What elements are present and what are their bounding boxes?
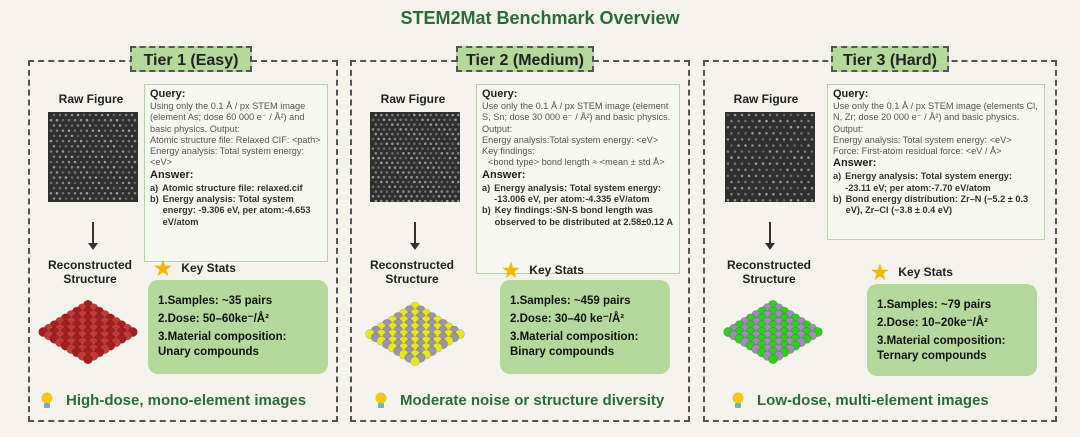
tier-summary-text: Low-dose, multi-element images <box>757 392 989 409</box>
reconstructed-structure-label: Reconstructed Structure <box>369 258 455 286</box>
answer-text: Energy analysis: Total system energy: -1… <box>494 182 661 205</box>
tier-3-panel: Tier 3 (Hard) Raw Figure Reconstructed S… <box>703 46 1057 422</box>
lightbulb-icon <box>732 392 744 409</box>
query-line: Atomic structure file: Relaxed CIF: <pat… <box>150 134 321 145</box>
reconstructed-structure-label: Reconstructed Structure <box>726 258 812 286</box>
tier-2-label: Tier 2 (Medium) <box>456 46 594 72</box>
answer-item: a)Energy analysis: Total system energy: … <box>482 183 674 206</box>
answer-item: b)Bond energy distribution: Zr–N (−5.2 ±… <box>833 194 1039 217</box>
answer-key: b) <box>482 205 491 216</box>
crystal-structure-model <box>723 299 823 365</box>
query-line: Key findings: <box>482 146 535 157</box>
query-heading: Query: <box>833 88 869 100</box>
query-line: Force: First-atom residual force: <eV / … <box>833 146 1002 157</box>
stat-dose: 2.Dose: 30–40 ke⁻/Å² <box>510 313 625 325</box>
raw-figure-label: Raw Figure <box>733 92 799 106</box>
star-icon: ★ <box>502 260 520 282</box>
stat-composition: 3.Material composition: Ternary compound… <box>877 335 1006 362</box>
down-arrow-icon <box>410 222 420 250</box>
tier-2-panel: Tier 2 (Medium) Raw Figure Reconstructed… <box>350 46 690 422</box>
stat-samples: 1.Samples: ~35 pairs <box>158 295 273 307</box>
key-stats-heading: ★ Key Stats <box>871 260 953 285</box>
query-box: Query: Using only the 0.1 Å / px STEM im… <box>144 84 328 262</box>
tier-summary: Moderate noise or structure diversity <box>374 392 664 410</box>
answer-item: a)Energy analysis: Total system energy: … <box>833 171 1039 194</box>
stat-composition: 3.Material composition: Unary compounds <box>158 331 287 358</box>
lightbulb-icon <box>41 392 53 409</box>
stat-samples: 1.Samples: ~459 pairs <box>510 295 631 307</box>
crystal-structure-model <box>365 301 465 367</box>
crystal-structure-model <box>38 299 138 365</box>
answer-item: b)Energy analysis: Total system energy: … <box>150 194 322 228</box>
answer-key: b) <box>150 194 159 205</box>
query-line: Energy analysis: Total system energy: <e… <box>833 134 1012 145</box>
answer-text: Bond energy distribution: Zr–N (−5.2 ± 0… <box>845 194 1029 216</box>
key-stats-label: Key Stats <box>898 264 953 279</box>
answer-text: Energy analysis: Total system energy: -2… <box>845 171 1012 193</box>
key-stats-heading: ★ Key Stats <box>502 258 584 283</box>
raw-stem-image <box>725 112 815 202</box>
key-stats-box: 1.Samples: ~79 pairs 2.Dose: 10–20ke⁻/Å²… <box>867 284 1037 376</box>
tier-summary: Low-dose, multi-element images <box>731 392 989 410</box>
tier-summary: High-dose, mono-element images <box>40 392 306 410</box>
answer-item: b)Key findings:-SN-S bond length was obs… <box>482 205 674 228</box>
raw-stem-image <box>370 112 460 202</box>
query-line: Use only the 0.1 Å / px STEM image (elem… <box>833 101 1038 134</box>
query-line: Using only the 0.1 Å / px STEM image (el… <box>150 101 306 134</box>
query-line: <bond type> bond length ≈ <mean ± std Å> <box>488 157 665 168</box>
answer-text: Atomic structure file: relaxed.cif <box>162 182 303 193</box>
query-heading: Query: <box>482 88 518 100</box>
tier-1-label: Tier 1 (Easy) <box>130 46 252 72</box>
key-stats-label: Key Stats <box>181 260 236 275</box>
answer-heading: Answer: <box>482 168 526 181</box>
star-icon: ★ <box>871 262 889 284</box>
tier-summary-text: High-dose, mono-element images <box>66 392 307 409</box>
answer-key: a) <box>482 182 491 193</box>
query-line: Use only the 0.1 Å / px STEM image (elem… <box>482 101 671 134</box>
answer-heading: Answer: <box>150 168 194 181</box>
stat-dose: 2.Dose: 50–60ke⁻/Å² <box>158 313 269 325</box>
page-title: STEM2Mat Benchmark Overview <box>400 8 680 28</box>
key-stats-box: 1.Samples: ~35 pairs 2.Dose: 50–60ke⁻/Å²… <box>148 280 328 374</box>
query-box: Query: Use only the 0.1 Å / px STEM imag… <box>476 84 680 274</box>
stat-composition: 3.Material composition: Binary compounds <box>510 331 639 358</box>
raw-figure-label: Raw Figure <box>58 92 124 106</box>
tier-summary-text: Moderate noise or structure diversity <box>400 392 665 409</box>
answer-heading: Answer: <box>833 157 877 170</box>
stat-dose: 2.Dose: 10–20ke⁻/Å² <box>877 317 988 329</box>
raw-stem-image <box>48 112 138 202</box>
answer-key: a) <box>150 182 159 193</box>
answer-item: a)Atomic structure file: relaxed.cif <box>150 183 322 194</box>
tier-3-label: Tier 3 (Hard) <box>831 46 949 72</box>
tier-1-panel: Tier 1 (Easy) Raw Figure Reconstructed S… <box>28 46 338 422</box>
answer-text: Energy analysis: Total system energy: -9… <box>162 194 311 227</box>
answer-key: b) <box>833 194 842 205</box>
query-line: Energy analysis: Total system energy: <e… <box>150 146 305 168</box>
key-stats-label: Key Stats <box>529 262 584 277</box>
query-box: Query: Use only the 0.1 Å / px STEM imag… <box>827 84 1045 240</box>
key-stats-heading: ★ Key Stats <box>154 256 236 281</box>
down-arrow-icon <box>765 222 775 250</box>
answer-text: Key findings:-SN-S bond length was obser… <box>494 205 673 227</box>
query-heading: Query: <box>150 88 186 100</box>
stat-samples: 1.Samples: ~79 pairs <box>877 299 992 311</box>
reconstructed-structure-label: Reconstructed Structure <box>47 258 133 286</box>
lightbulb-icon <box>375 392 387 409</box>
answer-key: a) <box>833 171 842 182</box>
query-line: Energy analysis:Total system energy: <eV… <box>482 134 659 145</box>
down-arrow-icon <box>88 222 98 250</box>
key-stats-box: 1.Samples: ~459 pairs 2.Dose: 30–40 ke⁻/… <box>500 280 670 374</box>
star-icon: ★ <box>154 258 172 280</box>
raw-figure-label: Raw Figure <box>380 92 446 106</box>
